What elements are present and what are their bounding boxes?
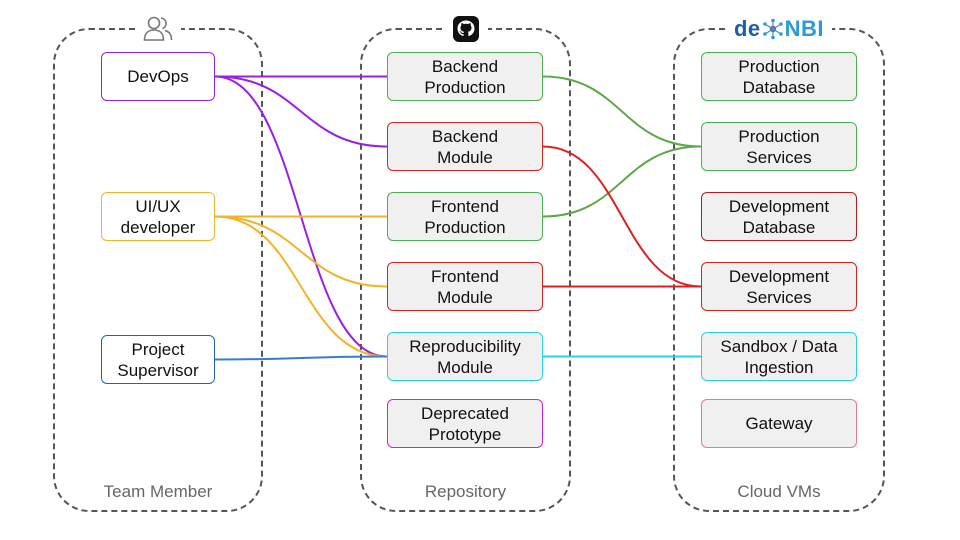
- node-backend-module[interactable]: Backend Module: [387, 122, 543, 171]
- edge-uiux-to-frontend_module: [214, 215, 388, 288]
- denbi-logo-text-de: de: [733, 16, 761, 41]
- edge-frontend_production-to-production_services: [542, 145, 702, 218]
- node-reproducibility-module[interactable]: Reproducibility Module: [387, 332, 543, 381]
- node-frontend-production[interactable]: Frontend Production: [387, 192, 543, 241]
- edge-uiux-to-reproducibility_module: [214, 215, 388, 358]
- edge-backend_module-to-development_services: [542, 145, 702, 288]
- edge-backend_production-to-production_services: [542, 75, 702, 148]
- node-development-database[interactable]: Development Database: [701, 192, 857, 241]
- node-backend-production[interactable]: Backend Production: [387, 52, 543, 101]
- node-sandbox-data-ingestion[interactable]: Sandbox / Data Ingestion: [701, 332, 857, 381]
- team-member-group: Team Member: [53, 12, 263, 512]
- github-icon: [443, 12, 488, 46]
- cloud-vms-label: Cloud VMs: [737, 482, 821, 501]
- node-ui-ux-developer[interactable]: UI/UX developer: [101, 192, 215, 241]
- denbi-logo: de NBI: [725, 12, 833, 46]
- people-icon: [135, 12, 181, 46]
- node-frontend-module[interactable]: Frontend Module: [387, 262, 543, 311]
- node-project-supervisor[interactable]: Project Supervisor: [101, 335, 215, 384]
- node-gateway[interactable]: Gateway: [701, 399, 857, 448]
- repository-group: Repository: [360, 12, 571, 512]
- cloud-vms-group: de NBI Cloud VMs: [673, 12, 885, 512]
- node-production-database[interactable]: Production Database: [701, 52, 857, 101]
- node-development-services[interactable]: Development Services: [701, 262, 857, 311]
- repository-label: Repository: [424, 482, 507, 501]
- edge-supervisor-to-reproducibility_module: [214, 355, 388, 361]
- edge-devops-to-backend_module: [214, 75, 388, 148]
- node-production-services[interactable]: Production Services: [701, 122, 857, 171]
- team-member-label: Team Member: [103, 482, 213, 501]
- denbi-logo-text-nbi: NBI: [784, 16, 825, 41]
- node-devops[interactable]: DevOps: [101, 52, 215, 101]
- denbi-network-icon: [762, 18, 783, 40]
- node-deprecated-prototype[interactable]: Deprecated Prototype: [387, 399, 543, 448]
